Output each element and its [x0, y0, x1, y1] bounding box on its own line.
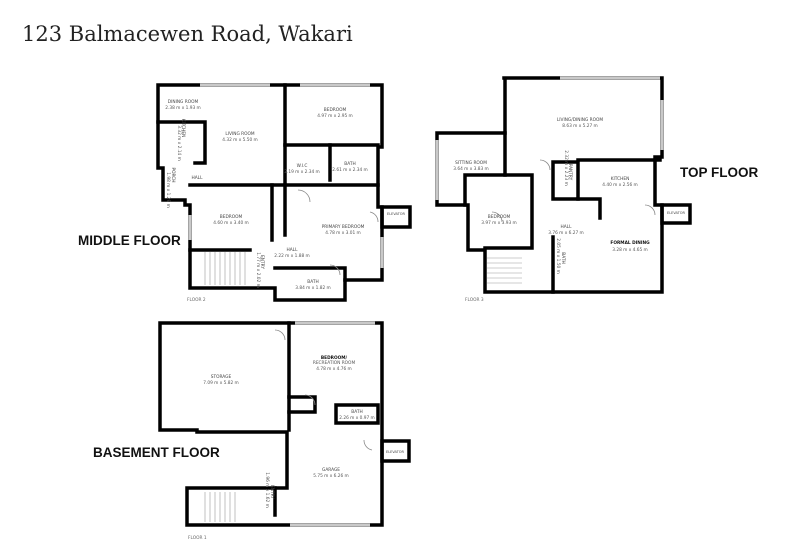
room-dimensions: 3.32 m x 2.14 m [176, 125, 182, 161]
room-label: ENTRY [269, 485, 275, 499]
middle-bath-wall [273, 266, 347, 282]
room-label: ENTRY [259, 255, 265, 269]
room-label: BATH [344, 161, 355, 167]
room-dimensions: 2.05 m x 1.50 m [555, 238, 561, 274]
room-dimensions: 4.78 m x 3.01 m [325, 230, 361, 236]
room-label: PORCH [170, 168, 176, 183]
room-dimensions: 2.32 m x 2.23 m [563, 150, 569, 186]
room-label: BEDROOM [324, 107, 347, 113]
top-wall [463, 131, 507, 207]
floor-heading: MIDDLE FLOOR [78, 233, 181, 248]
top-bedroom-wall [483, 173, 534, 250]
floor-plan-label: FLOOR 3 [465, 297, 484, 303]
room-label: BATH [560, 252, 566, 263]
room-dimensions: 1.98 m x 1.29 m [165, 172, 171, 208]
room-label: BATH [307, 279, 318, 285]
room-label: LIVING ROOM [225, 131, 255, 137]
room-label: PRIMARY BEDROOM [322, 224, 365, 230]
room-dimensions: 3.28 m x 4.65 m [612, 247, 648, 253]
floor-heading: BASEMENT FLOOR [93, 445, 220, 460]
room-dimensions: 8.63 m x 5.27 m [562, 123, 598, 129]
room-dimensions: 4.60 m x 3.40 m [213, 220, 249, 226]
basement-stairs [204, 492, 236, 522]
room-label: STORAGE [211, 374, 232, 380]
room-label: FORMAL DINING [610, 240, 650, 246]
room-dimensions: 5.75 m x 6.26 m [313, 473, 349, 479]
room-dimensions: 3.64 m x 3.83 m [453, 166, 489, 172]
room-dimensions: 4.78 m x 4.76 m [316, 366, 352, 372]
room-dimensions: 2.26 m x 0.97 m [339, 415, 375, 421]
basement-bath-wall [334, 403, 380, 425]
room-label: ELEVATOR [387, 212, 406, 216]
middle-kitchen-wall [156, 120, 207, 165]
room-dimensions: 1.96 m x 1.62 m [264, 472, 270, 508]
room-dimensions: 2.38 m x 1.93 m [165, 105, 201, 111]
basement-outer-wall [158, 321, 384, 527]
room-label: HALL [287, 247, 299, 253]
room-label: BEDROOM [488, 214, 511, 220]
room-dimensions: 3.84 m x 1.82 m [295, 285, 331, 291]
top-stairs [487, 257, 522, 284]
top-pantry-wall [551, 160, 580, 201]
room-dimensions: 2.19 m x 2.34 m [284, 169, 320, 175]
room-dimensions: 4.32 m x 5.50 m [222, 137, 258, 143]
room-dimensions: 2.22 m x 1.88 m [274, 253, 310, 259]
room-label: HALL [192, 175, 204, 181]
room-label: SITTING ROOM [455, 160, 487, 166]
room-dimensions: 7.09 m x 5.82 m [203, 380, 239, 386]
room-label: BEDROOM/ [321, 355, 348, 361]
room-label: DINING ROOM [168, 99, 199, 105]
room-label: PANTRY [567, 164, 573, 181]
room-label: LIVING/DINING ROOM [557, 117, 604, 123]
middle-elevator-shaft [380, 205, 412, 229]
room-label: KITCHEN [611, 176, 630, 182]
room-label: GARAGE [322, 467, 340, 473]
room-dimensions: 4.97 m x 2.95 m [317, 113, 353, 119]
basement-elevator-shaft [380, 439, 411, 463]
room-dimensions: 2.61 m x 2.34 m [332, 167, 368, 173]
room-label: W.I.C [297, 163, 308, 169]
property-address-title: 123 Balmacewen Road, Wakari [22, 22, 353, 46]
basement-wall [287, 395, 317, 414]
floor-plan-label: FLOOR 2 [187, 297, 206, 303]
room-label: BEDROOM [220, 214, 243, 220]
room-label: ELEVATOR [386, 450, 405, 454]
top-wall [576, 197, 602, 220]
room-dimensions: 3.97 m x 3.93 m [481, 220, 517, 226]
room-label: RECREATION ROOM [313, 360, 356, 366]
basement-floor-plan: STORAGE 7.09 m x 5.82 m BEDROOM/ RECREAT… [93, 321, 411, 541]
room-dimensions: 3.76 m x 6.27 m [548, 230, 584, 236]
room-label: BATH [351, 409, 362, 415]
room-label: KITCHEN [180, 119, 186, 138]
top-floor-plan: LIVING/DINING ROOM 8.63 m x 5.27 m SITTI… [435, 76, 759, 303]
middle-outer-wall [156, 83, 384, 302]
room-label: ELEVATOR [667, 211, 686, 215]
floor-plan-label: FLOOR 1 [188, 535, 207, 541]
room-label: HALL [561, 224, 573, 230]
middle-floor-plan: DINING ROOM 2.38 m x 1.93 m LIVING ROOM … [78, 83, 412, 303]
room-dimensions: 1.77 m x 2.02 m [255, 252, 261, 288]
room-dimensions: 4.40 m x 2.56 m [602, 182, 638, 188]
middle-stairs [204, 252, 246, 285]
floor-heading: TOP FLOOR [680, 165, 759, 180]
top-elevator-shaft [660, 203, 692, 225]
